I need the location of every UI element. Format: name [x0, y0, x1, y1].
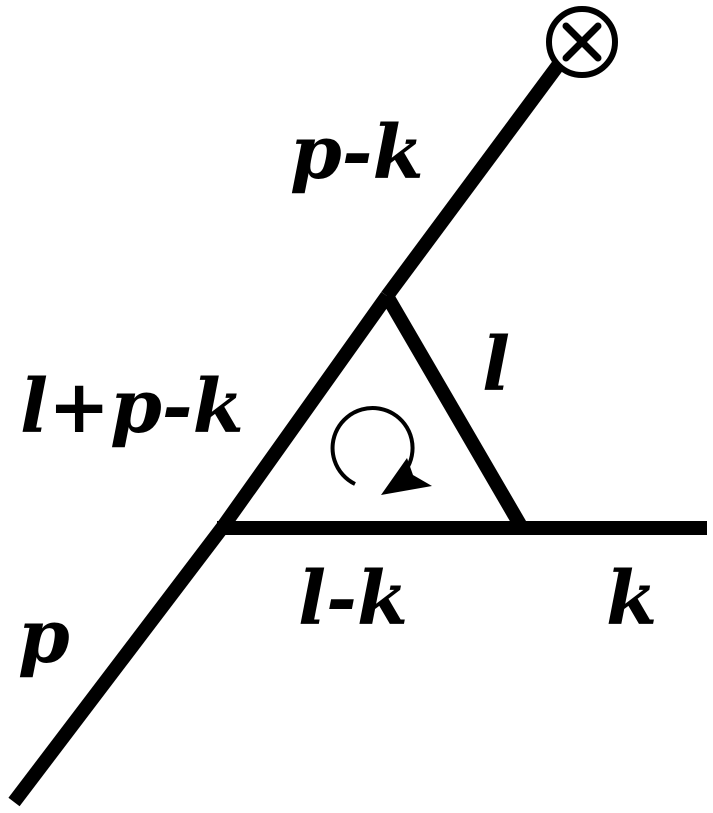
circled-times-icon [546, 6, 618, 78]
outgoing-line [381, 59, 565, 301]
loop-right-line [380, 292, 529, 532]
label-incoming-momentum: p [18, 594, 70, 680]
label-left-internal-momentum: l+p-k [20, 364, 244, 450]
label-external-photon-momentum: k [606, 556, 657, 642]
label-loop-momentum: l [482, 322, 510, 408]
label-bottom-internal-momentum: l-k [298, 556, 408, 642]
clockwise-arrow-icon [330, 406, 432, 495]
left-internal-line [216, 291, 393, 533]
label-outgoing-momentum: p-k [290, 110, 424, 196]
incoming-line [8, 523, 228, 807]
